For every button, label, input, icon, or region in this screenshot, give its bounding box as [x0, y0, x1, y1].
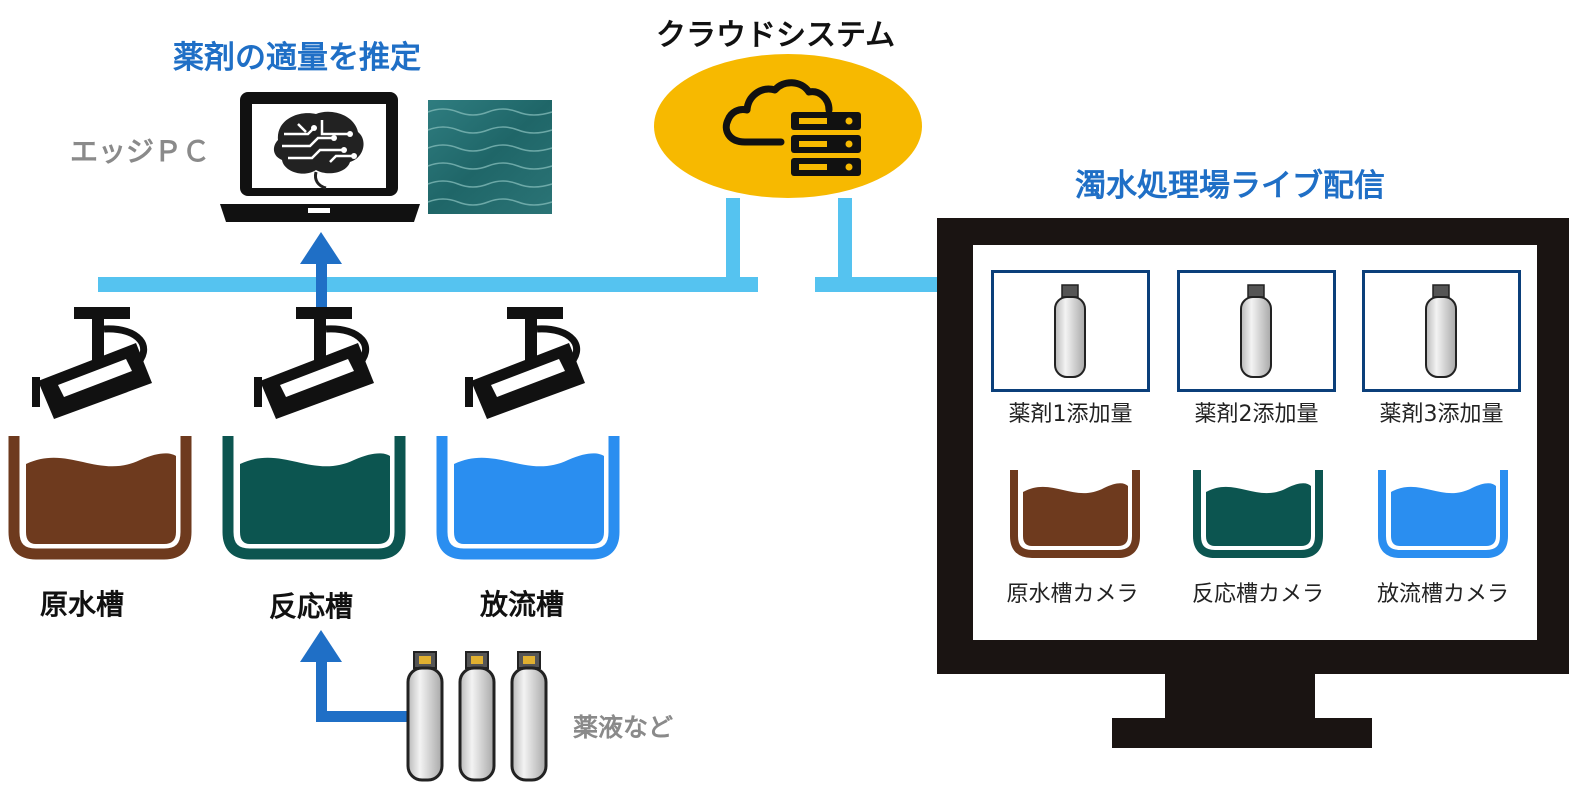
dosage-label-3: 薬剤3添加量	[1379, 402, 1504, 427]
camera-label-raw: 原水槽カメラ	[1006, 582, 1139, 607]
gas-cylinder-icon	[406, 651, 548, 782]
reaction-camera-tank	[1193, 470, 1323, 558]
raw-water-tank	[8, 436, 192, 560]
gas-cylinder-icon	[1054, 284, 1086, 378]
tank-label-reaction: 反応槽	[269, 590, 354, 623]
dosage-label-2: 薬剤2添加量	[1194, 402, 1319, 427]
estimate-title: 薬剤の適量を推定	[173, 40, 421, 76]
tank-label-discharge: 放流槽	[480, 588, 565, 621]
camera-label-reaction: 反応槽カメラ	[1191, 582, 1324, 607]
gas-cylinder-icon	[1425, 284, 1457, 378]
monitor-neck	[1165, 672, 1315, 722]
cloud-server-icon	[654, 54, 922, 198]
edge-pc-label: エッジＰＣ	[70, 135, 211, 168]
chemicals-label: 薬液など	[573, 713, 674, 742]
discharge-camera-tank	[1378, 470, 1508, 558]
tank-label-raw: 原水槽	[40, 588, 125, 621]
dosage-label-1: 薬剤1添加量	[1008, 402, 1133, 427]
camera-label-discharge: 放流槽カメラ	[1376, 582, 1509, 607]
cctv-camera-icon	[32, 307, 152, 419]
cloud-title: クラウドシステム	[656, 18, 896, 53]
cctv-camera-icon	[254, 307, 374, 419]
reaction-tank	[222, 436, 406, 560]
cctv-camera-icon	[465, 307, 585, 419]
dosage-card-3	[1362, 270, 1521, 392]
raw-water-camera-tank	[1010, 470, 1140, 558]
live-title: 濁水処理場ライブ配信	[1075, 168, 1385, 204]
dosage-card-1	[991, 270, 1150, 392]
dosage-card-2	[1177, 270, 1336, 392]
laptop-brain-icon	[220, 92, 420, 222]
arrow-chemicals-to-reaction	[300, 630, 420, 722]
discharge-tank	[436, 436, 620, 560]
water-photo-thumbnail	[427, 100, 553, 214]
gas-cylinder-icon	[1240, 284, 1272, 378]
arrow-to-edge-pc	[300, 232, 342, 308]
monitor-base	[1112, 718, 1372, 748]
